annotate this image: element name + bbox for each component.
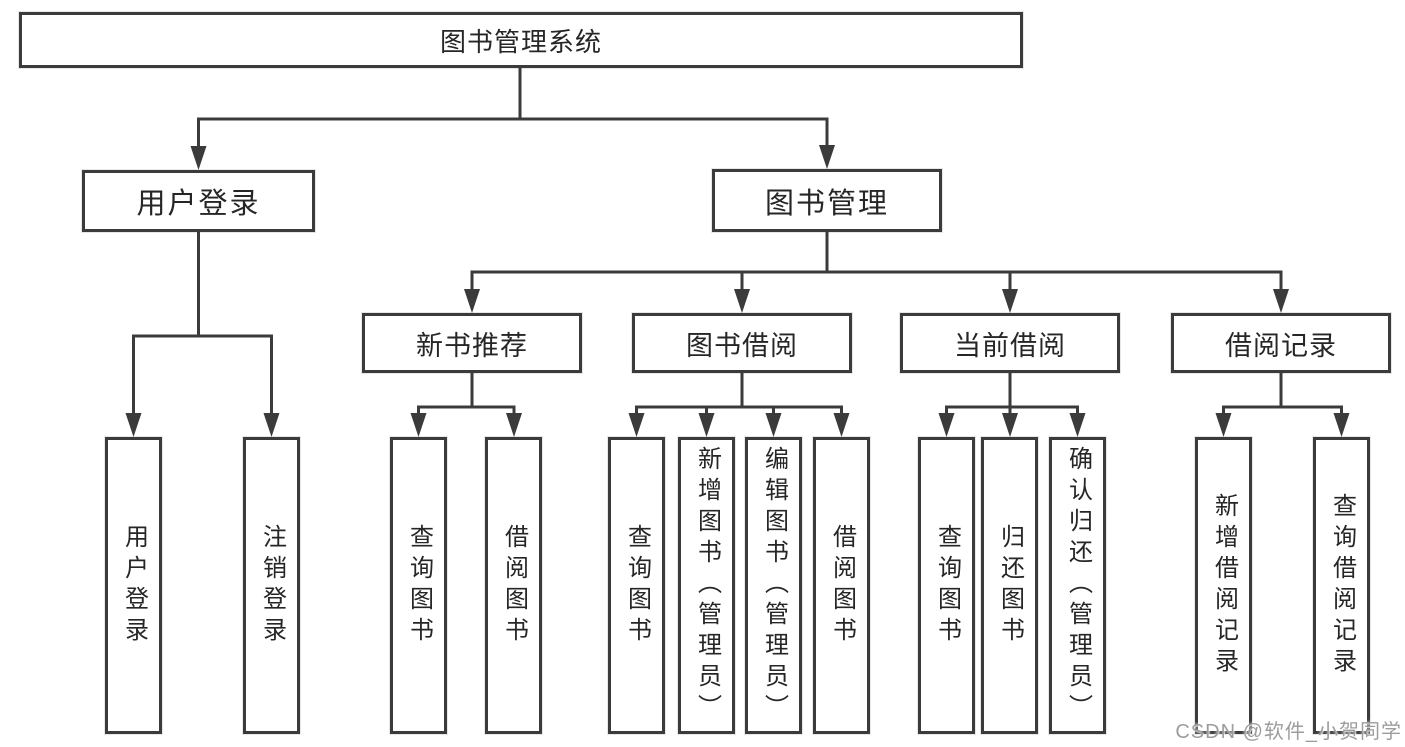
leaf-current-query-books: 查询图书	[918, 437, 975, 734]
arrowhead	[506, 413, 522, 437]
arrowhead	[734, 289, 750, 313]
csdn-watermark: CSDN @软件_小贺同学	[1175, 721, 1402, 743]
node-current-borrow: 当前借阅	[900, 313, 1120, 373]
node-user-login: 用户登录	[82, 170, 315, 232]
node-new-book-recommend: 新书推荐	[362, 313, 582, 373]
arrowhead	[1069, 413, 1086, 437]
arrowhead	[938, 413, 955, 437]
arrowhead	[1215, 413, 1232, 437]
leaf-borrow-borrow-books: 借阅图书	[813, 437, 870, 734]
leaf-records-add-record: 新增借阅记录	[1195, 437, 1252, 734]
arrowhead	[1273, 289, 1289, 313]
leaf-login: 用户登录	[105, 437, 162, 734]
node-book-management: 图书管理	[712, 169, 942, 232]
leaf-current-return-books: 归还图书	[981, 437, 1038, 734]
leaf-borrow-add-books: 新增图书（管理员）	[678, 437, 735, 734]
arrowhead	[765, 413, 782, 437]
leaf-logout: 注销登录	[243, 437, 300, 734]
arrowhead	[125, 413, 142, 437]
arrowhead	[410, 413, 427, 437]
arrowhead	[263, 413, 280, 437]
leaf-borrow-edit-books: 编辑图书（管理员）	[745, 437, 802, 734]
leaf-rec-borrow-books: 借阅图书	[485, 437, 542, 734]
leaf-borrow-query-books: 查询图书	[608, 437, 665, 734]
node-borrow-records: 借阅记录	[1171, 313, 1391, 373]
arrowhead	[628, 413, 645, 437]
leaf-rec-query-books: 查询图书	[390, 437, 447, 734]
arrowhead	[698, 413, 715, 437]
arrowhead	[1002, 413, 1018, 437]
arrowhead	[190, 146, 207, 170]
leaf-current-confirm-return: 确认归还（管理员）	[1049, 437, 1106, 734]
leaf-records-query-record: 查询借阅记录	[1313, 437, 1370, 734]
arrowhead	[1333, 413, 1350, 437]
arrowhead	[1002, 289, 1018, 313]
node-book-borrow: 图书借阅	[632, 313, 852, 373]
arrowhead	[833, 413, 850, 437]
arrowhead	[464, 289, 480, 313]
node-root: 图书管理系统	[19, 12, 1023, 68]
arrowhead	[819, 145, 835, 169]
